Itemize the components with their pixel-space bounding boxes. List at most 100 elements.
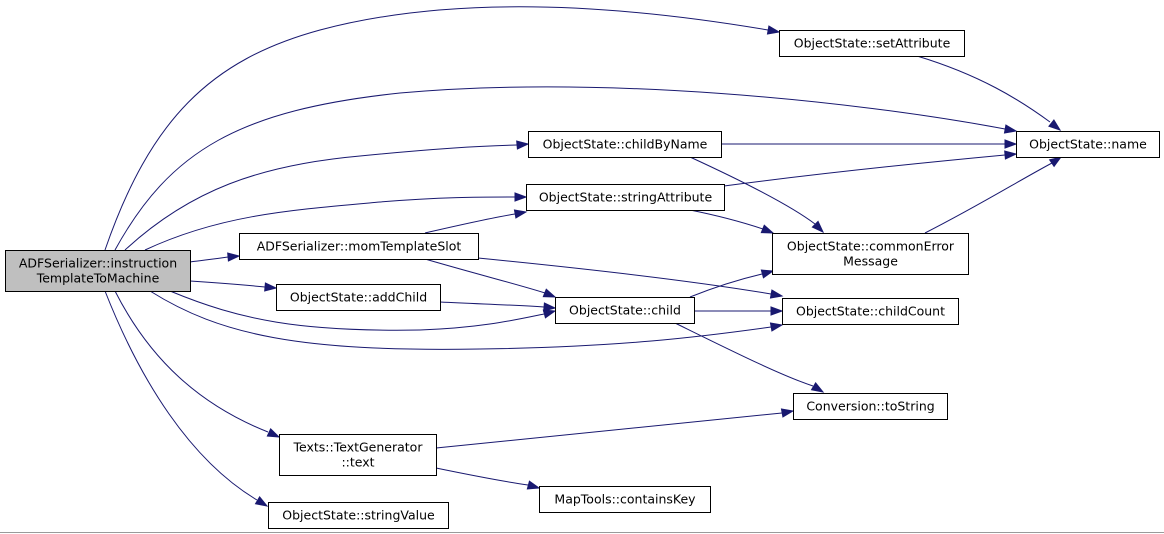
node-root[interactable]: ADFSerializer::instructionTemplateToMach…	[5, 250, 191, 292]
edge-arrowhead	[1003, 124, 1018, 134]
edge-line	[689, 273, 763, 298]
node-box[interactable]	[772, 233, 969, 275]
edge-line	[149, 290, 772, 350]
edge-arrowhead	[516, 140, 530, 150]
node-label: ObjectState::childByName	[543, 137, 708, 152]
edge-arrowhead	[1048, 156, 1063, 168]
edge-arrowhead	[780, 408, 795, 418]
node-box[interactable]	[279, 434, 437, 476]
edge-line	[439, 301, 545, 308]
node-box[interactable]	[782, 298, 959, 325]
node-label: ::text	[341, 455, 374, 470]
node-setAttribute[interactable]: ObjectState::setAttribute	[779, 30, 965, 57]
edge-line	[104, 6, 769, 251]
edge-arrowhead	[1004, 139, 1018, 149]
node-label: Message	[843, 254, 898, 269]
node-label: ObjectState::child	[569, 303, 681, 318]
edge-arrowhead	[542, 288, 557, 298]
node-label: ADFSerializer::momTemplateSlot	[257, 239, 462, 254]
edge-line	[435, 467, 529, 486]
edge-line	[424, 213, 516, 234]
edge-setAttribute-to-name	[916, 55, 1062, 131]
node-box[interactable]	[528, 131, 722, 158]
node-box[interactable]	[555, 297, 695, 324]
edge-momTemplateSlot-to-stringAttribute	[424, 209, 528, 234]
node-stringValue[interactable]: ObjectState::stringValue	[268, 502, 449, 529]
edge-line	[169, 290, 545, 331]
edge-addChild-to-child	[439, 301, 557, 312]
node-label: ADFSerializer::instruction	[19, 256, 177, 271]
edge-arrowhead	[542, 309, 557, 319]
node-label: ObjectState::childCount	[796, 304, 945, 319]
node-child[interactable]: ObjectState::child	[555, 297, 695, 324]
edge-arrowhead	[760, 269, 775, 279]
edge-childByName-to-name	[721, 139, 1018, 149]
edge-arrowhead	[513, 209, 528, 219]
node-name[interactable]: ObjectState::name	[1016, 131, 1160, 158]
node-box[interactable]	[276, 284, 441, 311]
node-label: ObjectState::stringAttribute	[539, 190, 713, 205]
edge-stringAttribute-to-name	[723, 150, 1018, 187]
edge-line	[723, 154, 1006, 187]
edge-line	[114, 86, 1006, 251]
node-box[interactable]	[779, 30, 965, 57]
edge-line	[189, 280, 266, 288]
edge-line	[924, 162, 1053, 234]
nodes-layer: ADFSerializer::instructionTemplateToMach…	[5, 30, 1160, 529]
edge-arrowhead	[811, 220, 825, 234]
edge-arrowhead	[266, 427, 281, 438]
edge-text-to-containsKey	[435, 467, 541, 490]
edge-arrowhead	[1004, 150, 1018, 160]
edge-arrowhead	[526, 480, 541, 490]
edge-arrowhead	[264, 282, 278, 292]
edge-root-to-childCount	[149, 290, 784, 350]
node-box[interactable]	[239, 233, 479, 260]
edge-root-to-stringValue	[104, 290, 269, 507]
node-label: ObjectState::addChild	[290, 290, 427, 305]
node-label: ObjectState::commonError	[787, 239, 955, 254]
edge-arrowhead	[543, 302, 557, 312]
edge-line	[189, 256, 229, 263]
node-toString[interactable]: Conversion::toString	[793, 393, 948, 420]
node-box[interactable]	[1016, 131, 1160, 158]
node-box[interactable]	[5, 250, 191, 292]
edge-child-to-toString	[674, 322, 825, 393]
node-momTemplateSlot[interactable]: ADFSerializer::momTemplateSlot	[239, 233, 479, 260]
edge-arrowhead	[760, 224, 775, 234]
node-label: ObjectState::name	[1029, 137, 1147, 152]
edge-arrowhead	[770, 306, 784, 316]
edge-childByName-to-commonErrorMessage	[689, 156, 825, 234]
edge-stringAttribute-to-commonErrorMessage	[689, 209, 775, 234]
edge-arrowhead	[769, 289, 784, 299]
node-label: ObjectState::stringValue	[282, 508, 435, 523]
edge-root-to-momTemplateSlot	[189, 252, 241, 263]
edge-line	[916, 55, 1051, 123]
edge-root-to-childByName	[124, 140, 530, 251]
node-box[interactable]	[526, 184, 725, 211]
node-box[interactable]	[268, 502, 449, 529]
node-box[interactable]	[539, 486, 711, 513]
edge-arrowhead	[514, 192, 528, 202]
edge-child-to-childCount	[694, 306, 784, 316]
edge-line	[435, 412, 783, 449]
edge-arrowhead	[1048, 119, 1062, 131]
node-box[interactable]	[793, 393, 948, 420]
edge-arrowhead	[766, 25, 781, 35]
edge-line	[144, 196, 516, 251]
edge-line	[424, 258, 546, 294]
edge-arrowhead	[810, 382, 825, 393]
node-containsKey[interactable]: MapTools::containsKey	[539, 486, 711, 513]
node-stringAttribute[interactable]: ObjectState::stringAttribute	[526, 184, 725, 211]
edge-momTemplateSlot-to-child	[424, 258, 557, 298]
node-childCount[interactable]: ObjectState::childCount	[782, 298, 959, 325]
edge-line	[689, 156, 816, 225]
node-addChild[interactable]: ObjectState::addChild	[276, 284, 441, 311]
edge-root-to-stringAttribute	[144, 192, 528, 251]
edge-line	[114, 290, 269, 433]
edge-child-to-commonErrorMessage	[689, 269, 775, 298]
edge-line	[104, 290, 258, 501]
node-text[interactable]: Texts::TextGenerator::text	[279, 434, 437, 476]
node-childByName[interactable]: ObjectState::childByName	[528, 131, 722, 158]
